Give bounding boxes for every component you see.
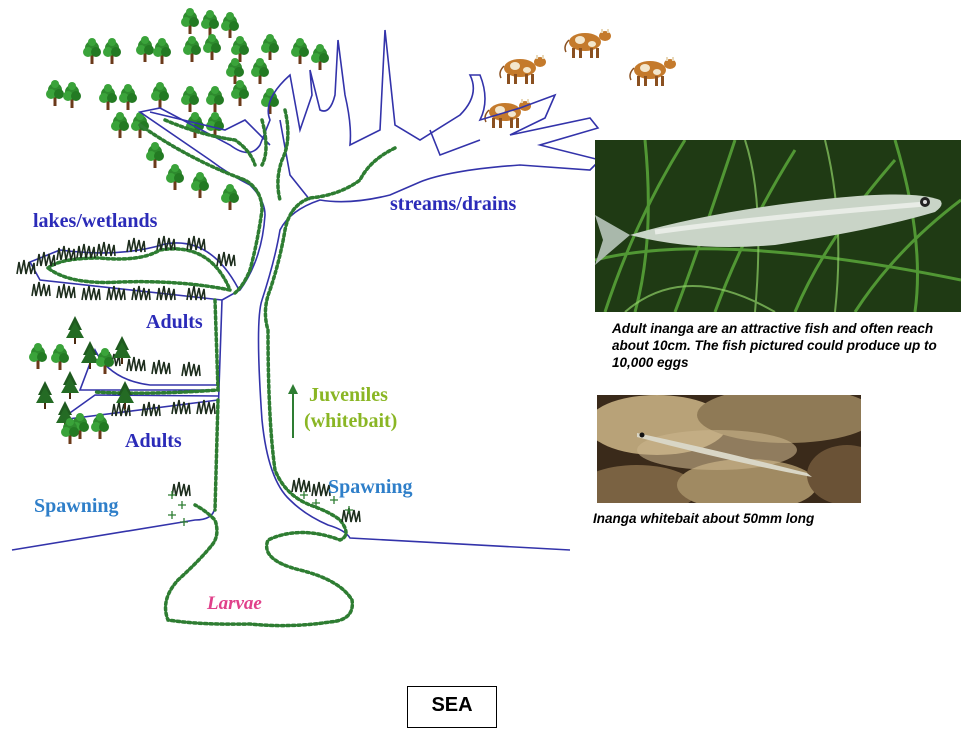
label-streams-drains: streams/drains — [390, 193, 516, 216]
label-juveniles: Juveniles — [309, 384, 388, 407]
label-whitebait: (whitebait) — [304, 410, 397, 433]
label-adults-lower: Adults — [125, 430, 182, 453]
migration-path — [48, 110, 395, 626]
sea-label: SEA — [407, 686, 497, 728]
label-adults-upper: Adults — [146, 311, 203, 334]
cow-icon — [485, 29, 676, 128]
whitebait-photo — [597, 395, 861, 503]
whitebait-caption: Inanga whitebait about 50mm long — [593, 510, 933, 527]
label-spawning-right: Spawning — [328, 476, 413, 499]
label-larvae: Larvae — [207, 593, 262, 615]
tree-icon — [46, 8, 329, 210]
adult-inanga-photo — [595, 140, 961, 312]
arrow-up-icon — [288, 384, 298, 438]
label-spawning-left: Spawning — [34, 495, 119, 518]
adult-inanga-caption: Adult inanga are an attractive fish and … — [612, 320, 957, 371]
label-lakes-wetlands: lakes/wetlands — [33, 210, 157, 233]
